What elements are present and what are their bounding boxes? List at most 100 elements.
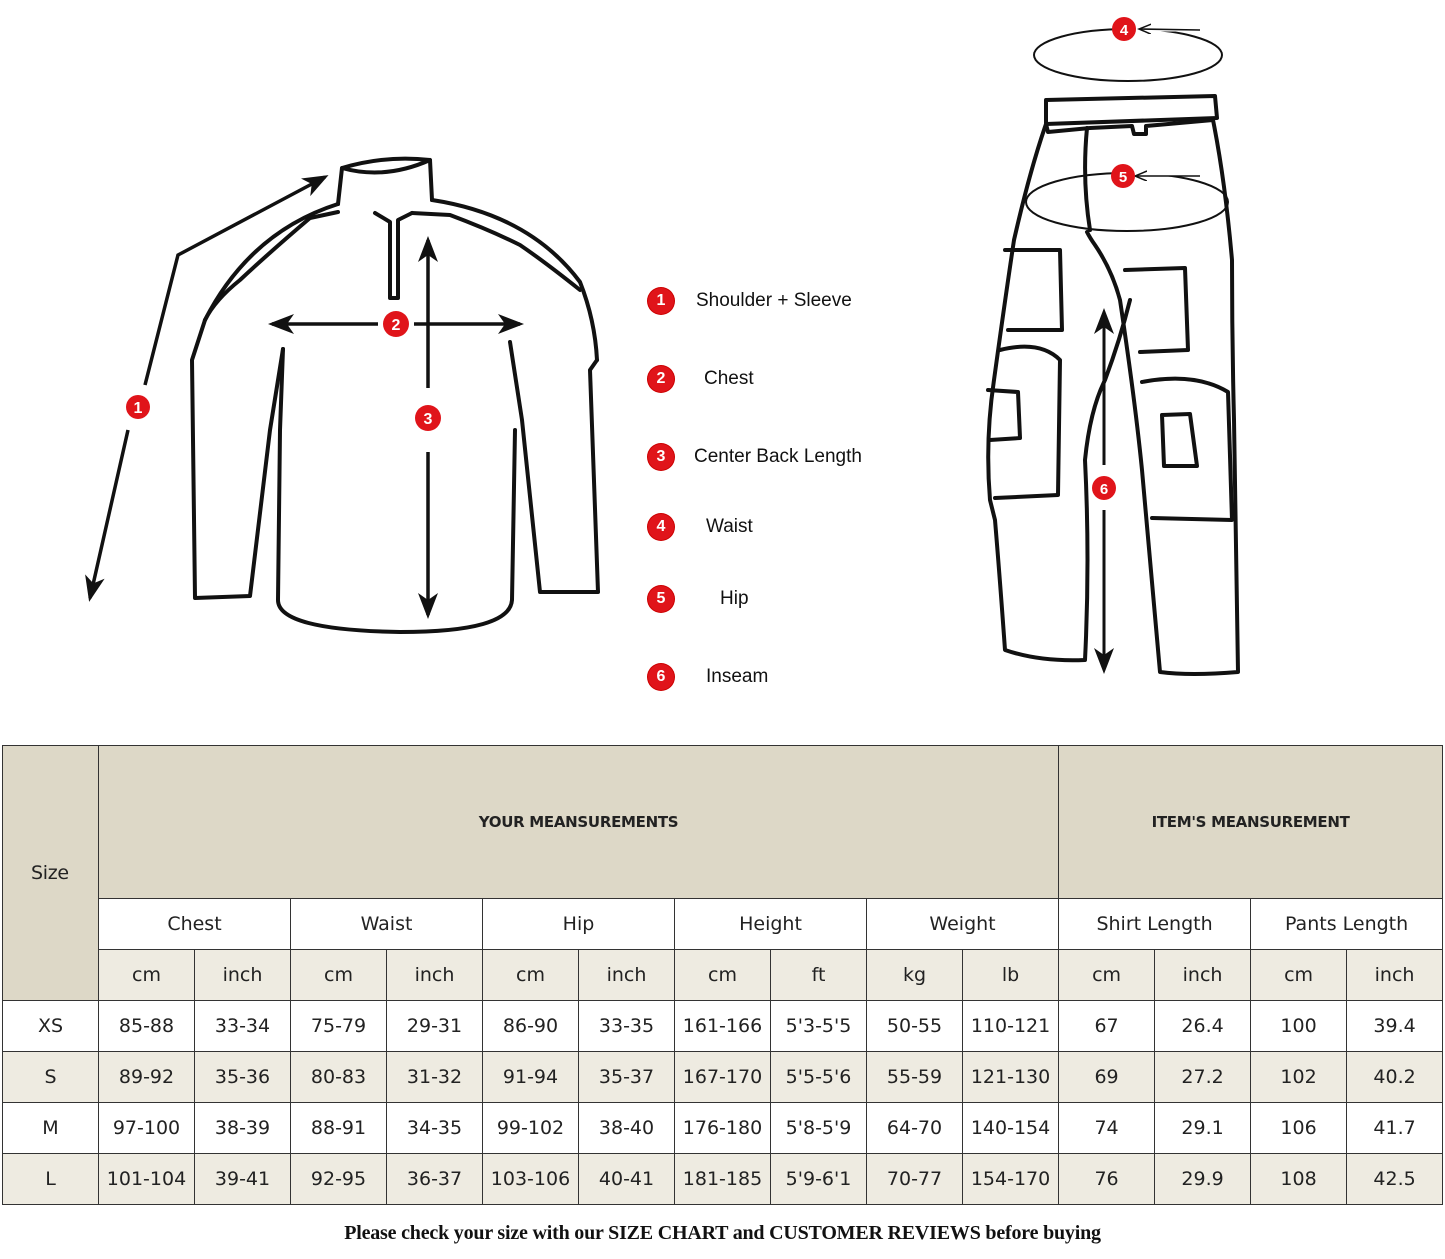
size-advice-note: Please check your size with our SIZE CHA… [344, 1222, 1101, 1244]
pants-markers: 4 5 6 [1092, 17, 1136, 500]
legend-item-center-back-length: 3 Center Back Length [648, 440, 862, 474]
table-cell: 161-166 [674, 1000, 771, 1052]
table-cell: 36-37 [386, 1153, 483, 1205]
table-cell: 167-170 [674, 1051, 771, 1103]
table-cell: 35-37 [578, 1051, 675, 1103]
unit-cell: cm [674, 949, 771, 1001]
your-measurements-header: YOUR MEANSUREMENTS [97, 745, 1060, 899]
table-cell: 38-40 [578, 1102, 675, 1154]
table-cell: 5'9-6'1 [770, 1153, 867, 1205]
measure-weight: Weight [865, 898, 1060, 950]
unit-cell: cm [98, 949, 195, 1001]
table-cell: 154-170 [961, 1153, 1060, 1205]
table-cell: 76 [1058, 1153, 1156, 1205]
table-cell: 31-32 [386, 1051, 483, 1103]
table-cell: 26.4 [1154, 1000, 1252, 1052]
legend-item-hip: 5 Hip [648, 582, 749, 616]
measure-pants-length: Pants Length [1250, 898, 1444, 950]
measure-chest: Chest [98, 898, 291, 950]
table-cell: 33-35 [578, 1000, 675, 1052]
number-6-icon: 6 [648, 664, 674, 690]
table-cell: 27.2 [1154, 1051, 1252, 1103]
group-header-row: Size YOUR MEANSUREMENTS ITEM'S MEANSUREM… [2, 745, 1444, 1001]
table-cell: 34-35 [386, 1102, 483, 1154]
legend-item-chest: 2 Chest [648, 362, 754, 396]
unit-cell: inch [1346, 949, 1444, 1001]
table-cell: 106 [1250, 1102, 1348, 1154]
svg-text:5: 5 [1119, 169, 1127, 186]
marker-1-icon [126, 395, 150, 419]
table-cell: 101-104 [98, 1153, 195, 1205]
table-cell: 41.7 [1346, 1102, 1444, 1154]
measure-waist: Waist [290, 898, 483, 950]
table-cell: 39-41 [194, 1153, 291, 1205]
table-cell: 75-79 [290, 1000, 387, 1052]
table-cell: 39.4 [1346, 1000, 1444, 1052]
svg-text:1: 1 [134, 400, 143, 417]
table-cell: 110-121 [961, 1000, 1060, 1052]
table-cell: 29-31 [386, 1000, 483, 1052]
table-cell: 85-88 [98, 1000, 195, 1052]
number-5-icon: 5 [648, 586, 674, 612]
shirt-measure-arrows [85, 175, 524, 619]
table-row-s: S 89-92 35-36 80-83 31-32 91-94 35-37 16… [2, 1051, 1444, 1103]
legend-item-inseam: 6 Inseam [648, 660, 768, 694]
svg-text:2: 2 [392, 317, 401, 334]
table-cell: 5'8-5'9 [770, 1102, 867, 1154]
size-chart-table: Size YOUR MEANSUREMENTS ITEM'S MEANSUREM… [2, 745, 1444, 1205]
table-cell: 55-59 [866, 1051, 963, 1103]
marker-4-icon [1112, 17, 1136, 41]
unit-cell: kg [866, 949, 963, 1001]
unit-cell: inch [194, 949, 291, 1001]
unit-cell: cm [1250, 949, 1348, 1001]
table-cell: 100 [1250, 1000, 1348, 1052]
legend-item-waist: 4 Waist [648, 510, 753, 544]
table-cell: 102 [1250, 1051, 1348, 1103]
unit-cell: lb [961, 949, 1060, 1001]
shirt-markers: 1 2 3 [126, 311, 441, 431]
measure-shirt-length: Shirt Length [1058, 898, 1252, 950]
table-cell: 67 [1058, 1000, 1156, 1052]
table-cell: 80-83 [290, 1051, 387, 1103]
table-row-l: L 101-104 39-41 92-95 36-37 103-106 40-4… [2, 1153, 1444, 1205]
measure-height: Height [674, 898, 867, 950]
unit-cell: cm [290, 949, 387, 1001]
table-cell: 38-39 [194, 1102, 291, 1154]
measure-hip: Hip [482, 898, 675, 950]
table-cell: 97-100 [98, 1102, 195, 1154]
table-cell: 99-102 [482, 1102, 579, 1154]
table-cell: 176-180 [674, 1102, 771, 1154]
svg-text:6: 6 [1100, 481, 1108, 498]
table-cell: 42.5 [1346, 1153, 1444, 1205]
table-cell: 33-34 [194, 1000, 291, 1052]
size-label: M [2, 1102, 99, 1154]
measurement-diagram: 1 2 3 [85, 17, 1240, 694]
unit-cell: cm [482, 949, 579, 1001]
table-cell: 64-70 [866, 1102, 963, 1154]
table-cell: 140-154 [961, 1102, 1060, 1154]
shirt-outline [190, 156, 600, 634]
table-cell: 35-36 [194, 1051, 291, 1103]
unit-cell: inch [1154, 949, 1252, 1001]
number-3-icon: 3 [648, 444, 674, 470]
unit-cell: ft [770, 949, 867, 1001]
table-cell: 108 [1250, 1153, 1348, 1205]
unit-cell: inch [386, 949, 483, 1001]
number-2-icon: 2 [648, 366, 674, 392]
table-cell: 91-94 [482, 1051, 579, 1103]
marker-3-icon [415, 405, 441, 431]
table-cell: 121-130 [961, 1051, 1060, 1103]
table-row-xs: XS 85-88 33-34 75-79 29-31 86-90 33-35 1… [2, 1000, 1444, 1052]
marker-5-icon [1111, 164, 1135, 188]
number-4-icon: 4 [648, 514, 674, 540]
table-cell: 181-185 [674, 1153, 771, 1205]
table-cell: 40-41 [578, 1153, 675, 1205]
measure-header-row: Chest Waist Hip Height Weight Shirt Leng… [3, 898, 1444, 950]
table-cell: 70-77 [866, 1153, 963, 1205]
pants-outline [986, 94, 1240, 676]
size-column-header: Size [2, 745, 99, 1001]
marker-2-icon [383, 311, 409, 337]
table-cell: 92-95 [290, 1153, 387, 1205]
svg-text:4: 4 [1120, 22, 1129, 39]
unit-cell: inch [578, 949, 675, 1001]
